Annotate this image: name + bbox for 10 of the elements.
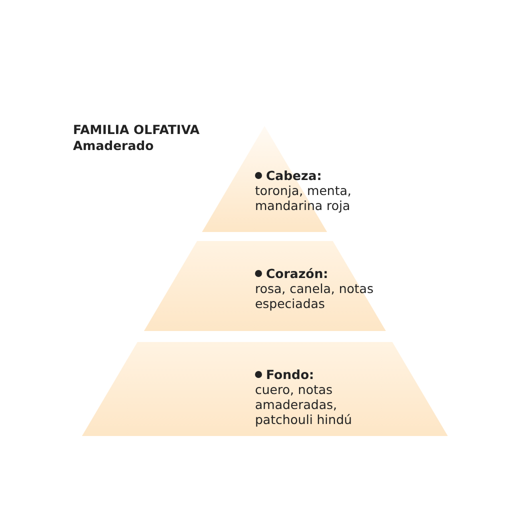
section-heading: Cabeza: bbox=[266, 168, 322, 183]
section-heading: Corazón: bbox=[266, 266, 328, 281]
title: FAMILIA OLFATIVA bbox=[73, 122, 200, 137]
pyramid-section bbox=[82, 342, 448, 436]
notes-text: cuero, notas amaderadas, patchouli hindú bbox=[254, 382, 353, 427]
notes-text: toronja, menta, mandarina roja bbox=[254, 183, 352, 213]
subtitle: Amaderado bbox=[73, 138, 154, 153]
section-heading: Fondo: bbox=[266, 367, 314, 382]
pyramid-section bbox=[144, 241, 386, 331]
notes-text: rosa, canela, notas especiadas bbox=[254, 281, 374, 311]
